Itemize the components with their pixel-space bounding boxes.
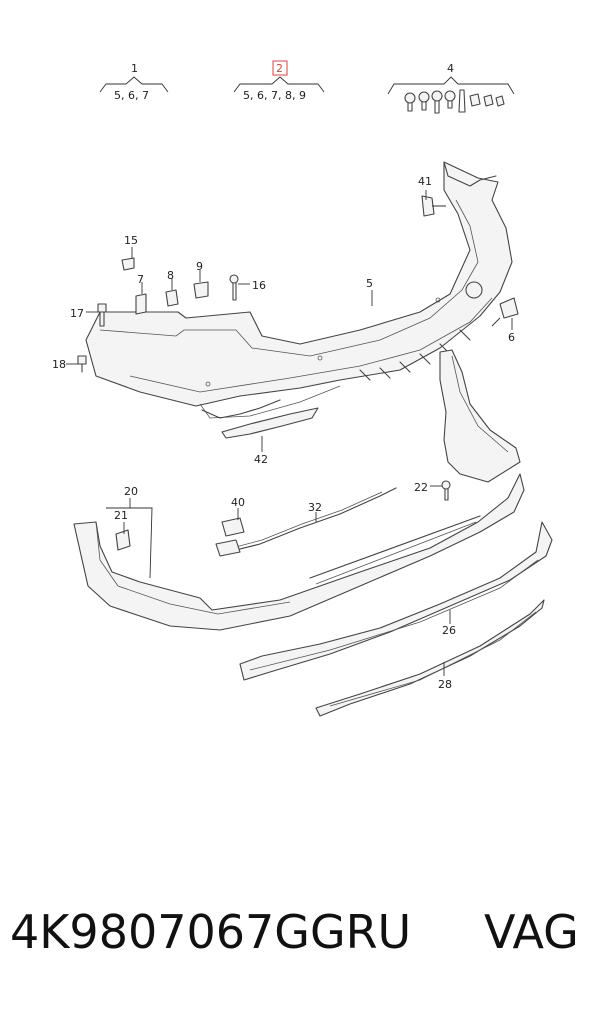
screw-icon xyxy=(431,90,443,114)
group-1: 1 5, 6, 7 xyxy=(99,62,169,102)
group-4-number: 4 xyxy=(447,62,454,75)
bolt-16 xyxy=(229,274,239,301)
bolt-17 xyxy=(97,303,107,327)
screw-icon xyxy=(418,91,430,111)
bolt-18 xyxy=(77,355,87,373)
nut-15 xyxy=(121,257,135,271)
cover-cap-8 xyxy=(165,289,179,307)
group-2-number: 2 xyxy=(276,62,283,75)
callout-41: 41 xyxy=(418,175,432,188)
part-number: 4K9807067GGRU xyxy=(10,905,412,959)
brand-label: VAG xyxy=(484,905,579,959)
group-1-members: 5, 6, 7 xyxy=(114,89,149,102)
clip-icon xyxy=(483,94,494,107)
reflector-strip-42 xyxy=(221,407,319,439)
bracket-21 xyxy=(115,529,131,551)
connector-40 xyxy=(215,517,245,557)
trim-strip-28 xyxy=(315,599,545,717)
wiring-harness-32 xyxy=(227,487,397,553)
footer: 4K9807067GGRU VAG xyxy=(0,905,600,985)
bracket-9 xyxy=(193,281,209,299)
rear-diffuser-26 xyxy=(239,521,553,681)
group-1-number: 1 xyxy=(131,62,138,75)
callout-15: 15 xyxy=(124,234,138,247)
screw-icon xyxy=(444,90,456,109)
bracket-41 xyxy=(421,190,446,217)
callout-16: 16 xyxy=(252,279,266,292)
clip-icon xyxy=(458,89,466,113)
bumper-side-bracket xyxy=(439,349,521,483)
callout-26: 26 xyxy=(442,624,456,637)
group-2-members: 5, 6, 7, 8, 9 xyxy=(243,89,306,102)
callout-40: 40 xyxy=(231,496,245,509)
callout-18: 18 xyxy=(52,358,66,371)
screw-icon xyxy=(404,92,416,112)
lower-bumper-panel-20 xyxy=(73,473,525,631)
leader-lines xyxy=(66,247,513,676)
callout-17: 17 xyxy=(70,307,84,320)
bolt-22 xyxy=(441,480,451,501)
callout-42: 42 xyxy=(254,453,268,466)
callout-20: 20 xyxy=(124,485,138,498)
callout-9: 9 xyxy=(196,260,203,273)
callout-6: 6 xyxy=(508,331,515,344)
cover-cap-7 xyxy=(135,293,147,315)
callout-28: 28 xyxy=(438,678,452,691)
callout-32: 32 xyxy=(308,501,322,514)
callout-22: 22 xyxy=(414,481,428,494)
rear-bumper-cover xyxy=(85,161,513,419)
callout-7: 7 xyxy=(137,273,144,286)
nut-icon xyxy=(495,95,505,107)
group-4: 4 xyxy=(387,62,515,114)
tow-cover-6 xyxy=(491,297,519,327)
callout-5: 5 xyxy=(366,277,373,290)
group-2-highlight-box xyxy=(272,60,288,76)
clip-icon xyxy=(469,93,481,107)
callout-8: 8 xyxy=(167,269,174,282)
group-4-fasteners xyxy=(404,89,505,114)
callout-21: 21 xyxy=(114,509,128,522)
group-2: 2 5, 6, 7, 8, 9 xyxy=(233,60,325,102)
